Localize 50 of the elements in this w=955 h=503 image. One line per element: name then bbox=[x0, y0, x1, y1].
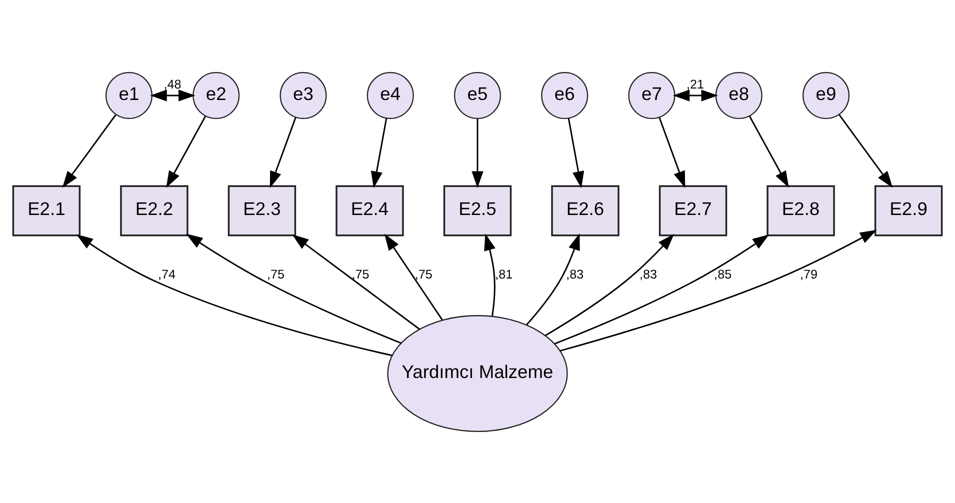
arrow bbox=[544, 233, 674, 336]
edge-label: ,21 bbox=[686, 76, 704, 91]
node-box: E2.4 bbox=[336, 184, 404, 236]
node-circle: e5 bbox=[454, 72, 501, 119]
arrow bbox=[526, 232, 580, 325]
node-circle: e1 bbox=[105, 72, 152, 119]
arrow bbox=[370, 118, 388, 188]
node-box: E2.2 bbox=[120, 184, 188, 236]
arrow bbox=[472, 118, 484, 188]
edge-label: ,85 bbox=[714, 267, 732, 282]
arrow bbox=[658, 116, 686, 188]
arrow bbox=[554, 234, 770, 344]
arrow bbox=[838, 114, 893, 188]
edge-label: ,74 bbox=[158, 267, 176, 282]
arrow bbox=[560, 229, 877, 352]
node-box: E2.8 bbox=[766, 184, 835, 236]
node-circle: e2 bbox=[192, 72, 240, 119]
edge-label: ,48 bbox=[164, 76, 182, 91]
node-box: E2.7 bbox=[658, 184, 728, 236]
node-ellipse: Yardımcı Malzeme bbox=[387, 314, 568, 432]
edge-label: ,75 bbox=[414, 267, 432, 282]
arrow bbox=[292, 234, 420, 330]
arrow bbox=[76, 234, 392, 356]
node-circle: e9 bbox=[802, 72, 850, 119]
edge-label: ,75 bbox=[266, 267, 284, 282]
arrow bbox=[749, 115, 789, 188]
node-circle: e6 bbox=[541, 72, 588, 119]
node-box: E2.3 bbox=[228, 184, 296, 236]
node-circle: e8 bbox=[715, 72, 762, 119]
arrow bbox=[186, 233, 402, 344]
node-circle: e7 bbox=[628, 72, 676, 119]
arrow bbox=[484, 233, 496, 316]
node-box: E2.6 bbox=[551, 184, 620, 236]
edge-label: ,75 bbox=[352, 267, 370, 282]
arrow bbox=[270, 116, 296, 188]
arrow bbox=[568, 118, 584, 188]
node-box: E2.5 bbox=[443, 184, 512, 236]
node-circle: e3 bbox=[280, 72, 327, 119]
arrow bbox=[150, 89, 196, 101]
edge-label: ,79 bbox=[800, 267, 818, 282]
arrow bbox=[384, 233, 443, 320]
arrow bbox=[672, 89, 718, 101]
arrow bbox=[62, 114, 116, 188]
edge-label: ,83 bbox=[566, 267, 584, 282]
edge-label: ,83 bbox=[640, 267, 658, 282]
node-circle: e4 bbox=[366, 72, 414, 119]
node-box: E2.1 bbox=[12, 184, 81, 236]
edge-label: ,81 bbox=[495, 267, 513, 282]
arrow bbox=[166, 115, 206, 188]
node-box: E2.9 bbox=[874, 184, 943, 236]
